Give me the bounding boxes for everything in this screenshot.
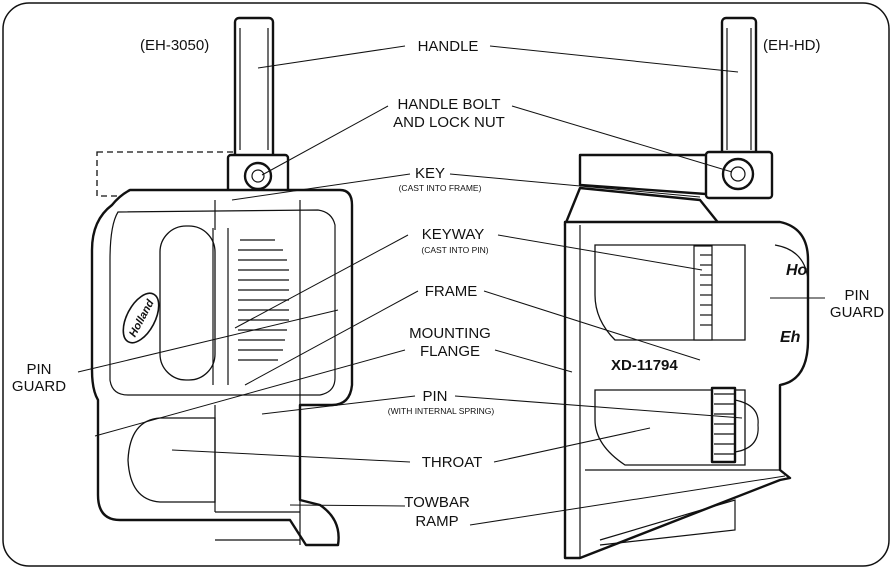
left-lock-nut-icon (243, 161, 273, 191)
right-lock-nut-icon (721, 157, 755, 191)
right-pin-knob (710, 386, 737, 464)
label-handle-bolt: HANDLE BOLT (397, 96, 500, 113)
left-key-dashed (96, 151, 236, 197)
label-lock-nut: AND LOCK NUT (393, 114, 505, 131)
right-brand-logo: Ho (786, 262, 808, 279)
label-guard-right: GUARD (830, 304, 884, 321)
label-pin-sub: (WITH INTERNAL SPRING) (388, 406, 495, 416)
right-model-label: (EH-HD) (763, 37, 821, 54)
left-spring (238, 239, 289, 361)
left-handle (233, 16, 275, 160)
label-pin: PIN (422, 388, 447, 405)
label-mounting: MOUNTING (409, 325, 491, 342)
label-key: KEY (415, 165, 445, 182)
svg-text:Eh: Eh (780, 329, 801, 346)
label-guard-left: GUARD (12, 378, 66, 395)
right-spring (693, 245, 713, 341)
left-throat (127, 417, 216, 503)
left-brand-logo: Holland (122, 292, 160, 344)
right-towbar-ramp (585, 469, 780, 546)
labels: (EH-3050) (EH-HD) HANDLE HANDLE BOLT AND… (12, 37, 884, 530)
label-towbar: TOWBAR (404, 494, 470, 511)
label-pin-guard-left: PIN (26, 361, 51, 378)
label-key-sub: (CAST INTO FRAME) (399, 183, 482, 193)
label-keyway-sub: (CAST INTO PIN) (421, 245, 488, 255)
part-number: XD-11794 (611, 357, 678, 374)
leader-lines (77, 45, 825, 526)
left-coupler: Holland (90, 16, 354, 547)
label-flange: FLANGE (420, 343, 480, 360)
right-coupler: Ho Eh XD-11794 (563, 16, 810, 560)
label-keyway: KEYWAY (422, 226, 485, 243)
label-frame: FRAME (425, 283, 478, 300)
label-pin-guard-right: PIN (844, 287, 869, 304)
left-pin-guard (159, 225, 216, 381)
label-handle: HANDLE (418, 38, 479, 55)
right-throat (594, 389, 746, 466)
label-ramp: RAMP (415, 513, 458, 530)
left-model-label: (EH-3050) (140, 37, 209, 54)
label-throat: THROAT (422, 454, 483, 471)
right-pin-guard (594, 244, 746, 341)
